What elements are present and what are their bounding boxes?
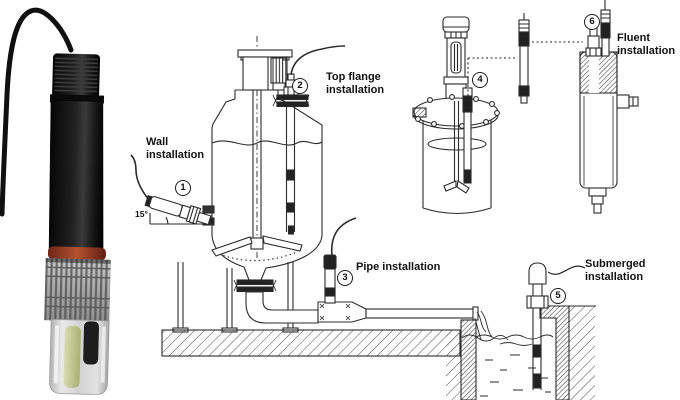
callout-2: 2 xyxy=(292,78,308,94)
callout-6: 6 xyxy=(584,14,600,30)
callout-5: 5 xyxy=(550,288,566,304)
ground-and-pit xyxy=(161,262,596,400)
reactor-tank xyxy=(130,36,479,333)
top-flange-installation-label: Top flange installation xyxy=(326,71,385,96)
reference-junction xyxy=(83,321,100,365)
flange-reactor-assembly xyxy=(412,16,517,214)
wall-angle-label: 15° xyxy=(135,209,148,219)
callout-1: 1 xyxy=(175,180,191,196)
glass-electrode xyxy=(63,325,81,388)
wall-installation-label: Wall installation xyxy=(146,136,205,161)
probe2-cable xyxy=(290,45,346,76)
submersible-pole xyxy=(526,262,586,390)
pipe-installation-label: Pipe installation xyxy=(356,261,441,273)
probe-body xyxy=(44,53,111,395)
probe1-cable xyxy=(130,154,150,201)
fluent-installation-label: Fluent installation xyxy=(617,32,676,57)
agitator-motor xyxy=(237,49,293,91)
pit-left-wall xyxy=(460,319,477,400)
probe-cable xyxy=(0,7,74,217)
flow-cell xyxy=(579,0,639,214)
submerged-installation-label: Submerged installation xyxy=(585,258,646,283)
callout-3: 3 xyxy=(337,270,353,286)
agitator-shaft xyxy=(211,90,303,257)
probe3-cable xyxy=(330,217,357,257)
product-photo xyxy=(0,7,111,395)
reference-electrode xyxy=(518,13,583,104)
callout-4: 4 xyxy=(472,72,488,88)
o-ring xyxy=(47,246,106,261)
wall-mount-probe xyxy=(130,154,215,226)
inline-pipe-sensor xyxy=(323,217,357,304)
outlet-pipe-run xyxy=(233,279,479,324)
pit-right-wall xyxy=(539,305,570,400)
probe4-electrode xyxy=(462,87,473,184)
clear-electrode-cap xyxy=(49,318,110,395)
knurled-cap xyxy=(44,258,111,322)
top-flange-assembly xyxy=(272,45,346,235)
water-pour xyxy=(461,310,509,342)
callout5-leader xyxy=(547,265,586,275)
